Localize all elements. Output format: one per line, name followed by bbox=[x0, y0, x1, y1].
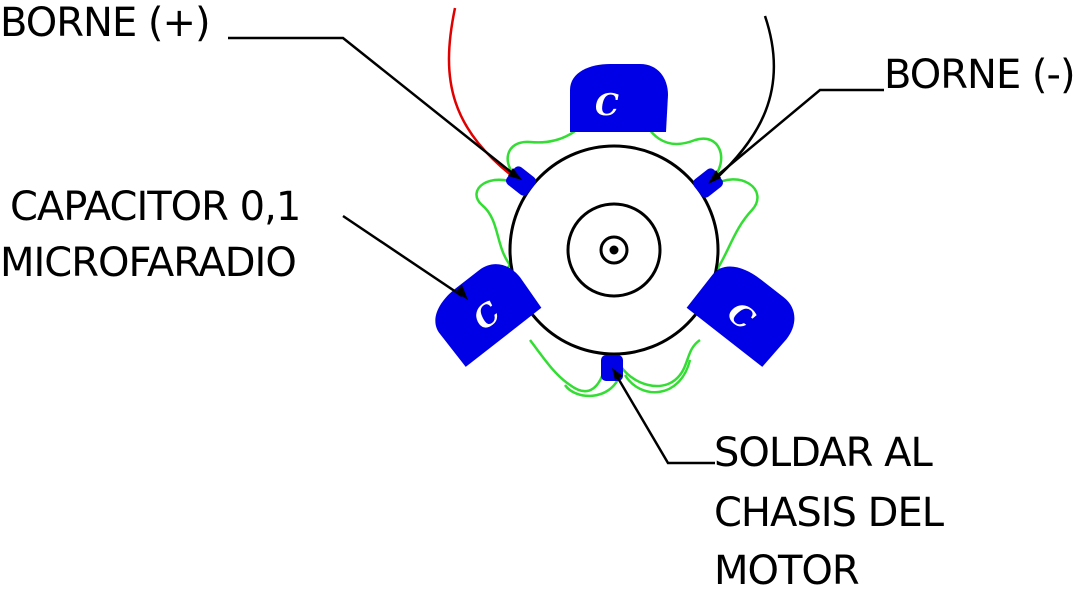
label-soldar-line3: MOTOR bbox=[714, 548, 859, 586]
leader-capacitor bbox=[342, 214, 463, 298]
label-capacitor-line1: CAPACITOR 0,1 bbox=[10, 184, 300, 230]
capacitor-right: C bbox=[686, 266, 795, 367]
label-borne-positive: BORNE (+) bbox=[0, 0, 210, 46]
label-borne-negative: BORNE (-) bbox=[884, 52, 1075, 98]
leader-borne-positive bbox=[228, 36, 517, 177]
leader-lines bbox=[228, 36, 884, 465]
label-soldar-line2: CHASIS DEL bbox=[714, 490, 945, 536]
leader-arrowheads bbox=[455, 168, 721, 380]
positive-wire bbox=[447, 7, 521, 184]
motor-shaft-center bbox=[609, 245, 619, 255]
motor-hub-circle bbox=[566, 202, 662, 298]
motor-shaft-ring bbox=[599, 235, 629, 265]
leader-borne-negative bbox=[711, 88, 884, 181]
label-capacitor-line2: MICROFARADIO bbox=[0, 240, 296, 286]
capacitor-top-label: C bbox=[595, 88, 619, 123]
negative-wire bbox=[707, 15, 776, 187]
label-soldar-line1: SOLDAR AL bbox=[714, 430, 933, 476]
leader-soldar bbox=[613, 372, 715, 465]
capacitor-top: C bbox=[570, 64, 668, 132]
